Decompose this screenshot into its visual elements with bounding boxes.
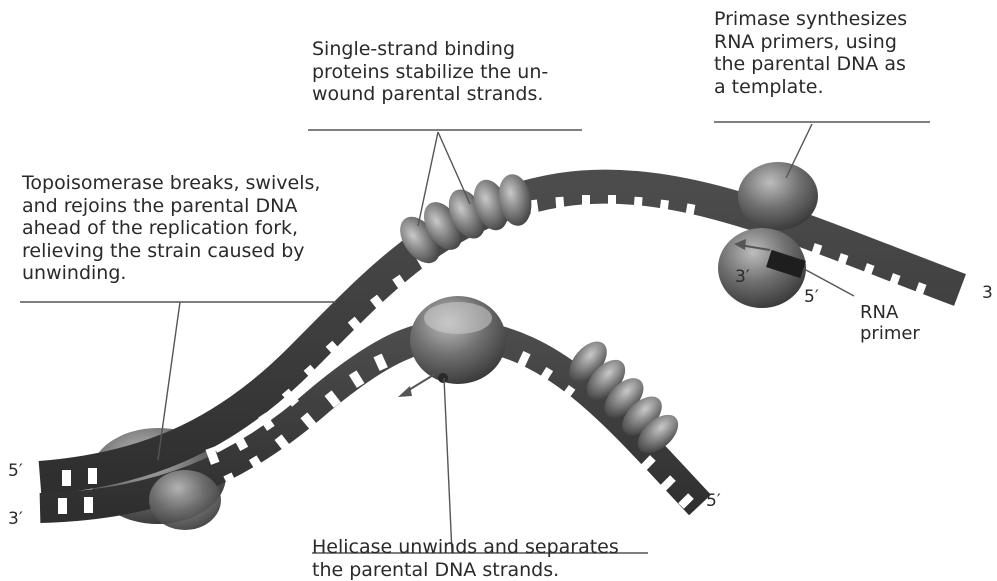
helicase-label: Helicase unwinds and separates the paren… xyxy=(312,536,619,581)
rna-primer-label: RNA primer xyxy=(860,302,920,344)
primer-5prime-label: 5′ xyxy=(804,288,819,306)
left-bottom-3prime-label: 3′ xyxy=(8,510,23,528)
ssb-label: Single-strand binding proteins stabilize… xyxy=(312,38,548,106)
lower-5prime-label: 5′ xyxy=(706,492,721,510)
left-top-5prime-label: 5′ xyxy=(8,462,23,480)
topoisomerase-front xyxy=(149,470,221,530)
primer-3prime-label: 3′ xyxy=(735,268,750,286)
primase-label: Primase synthesizes RNA primers, using t… xyxy=(714,8,907,98)
helicase-direction-arrow xyxy=(398,374,435,397)
ssb-proteins-top xyxy=(392,172,535,271)
topoisomerase-label: Topoisomerase breaks, swivels, and rejoi… xyxy=(22,172,320,285)
helicase-protein xyxy=(410,296,506,384)
helicase-pointer xyxy=(444,378,452,553)
right-3prime-label: 3 xyxy=(982,284,993,302)
